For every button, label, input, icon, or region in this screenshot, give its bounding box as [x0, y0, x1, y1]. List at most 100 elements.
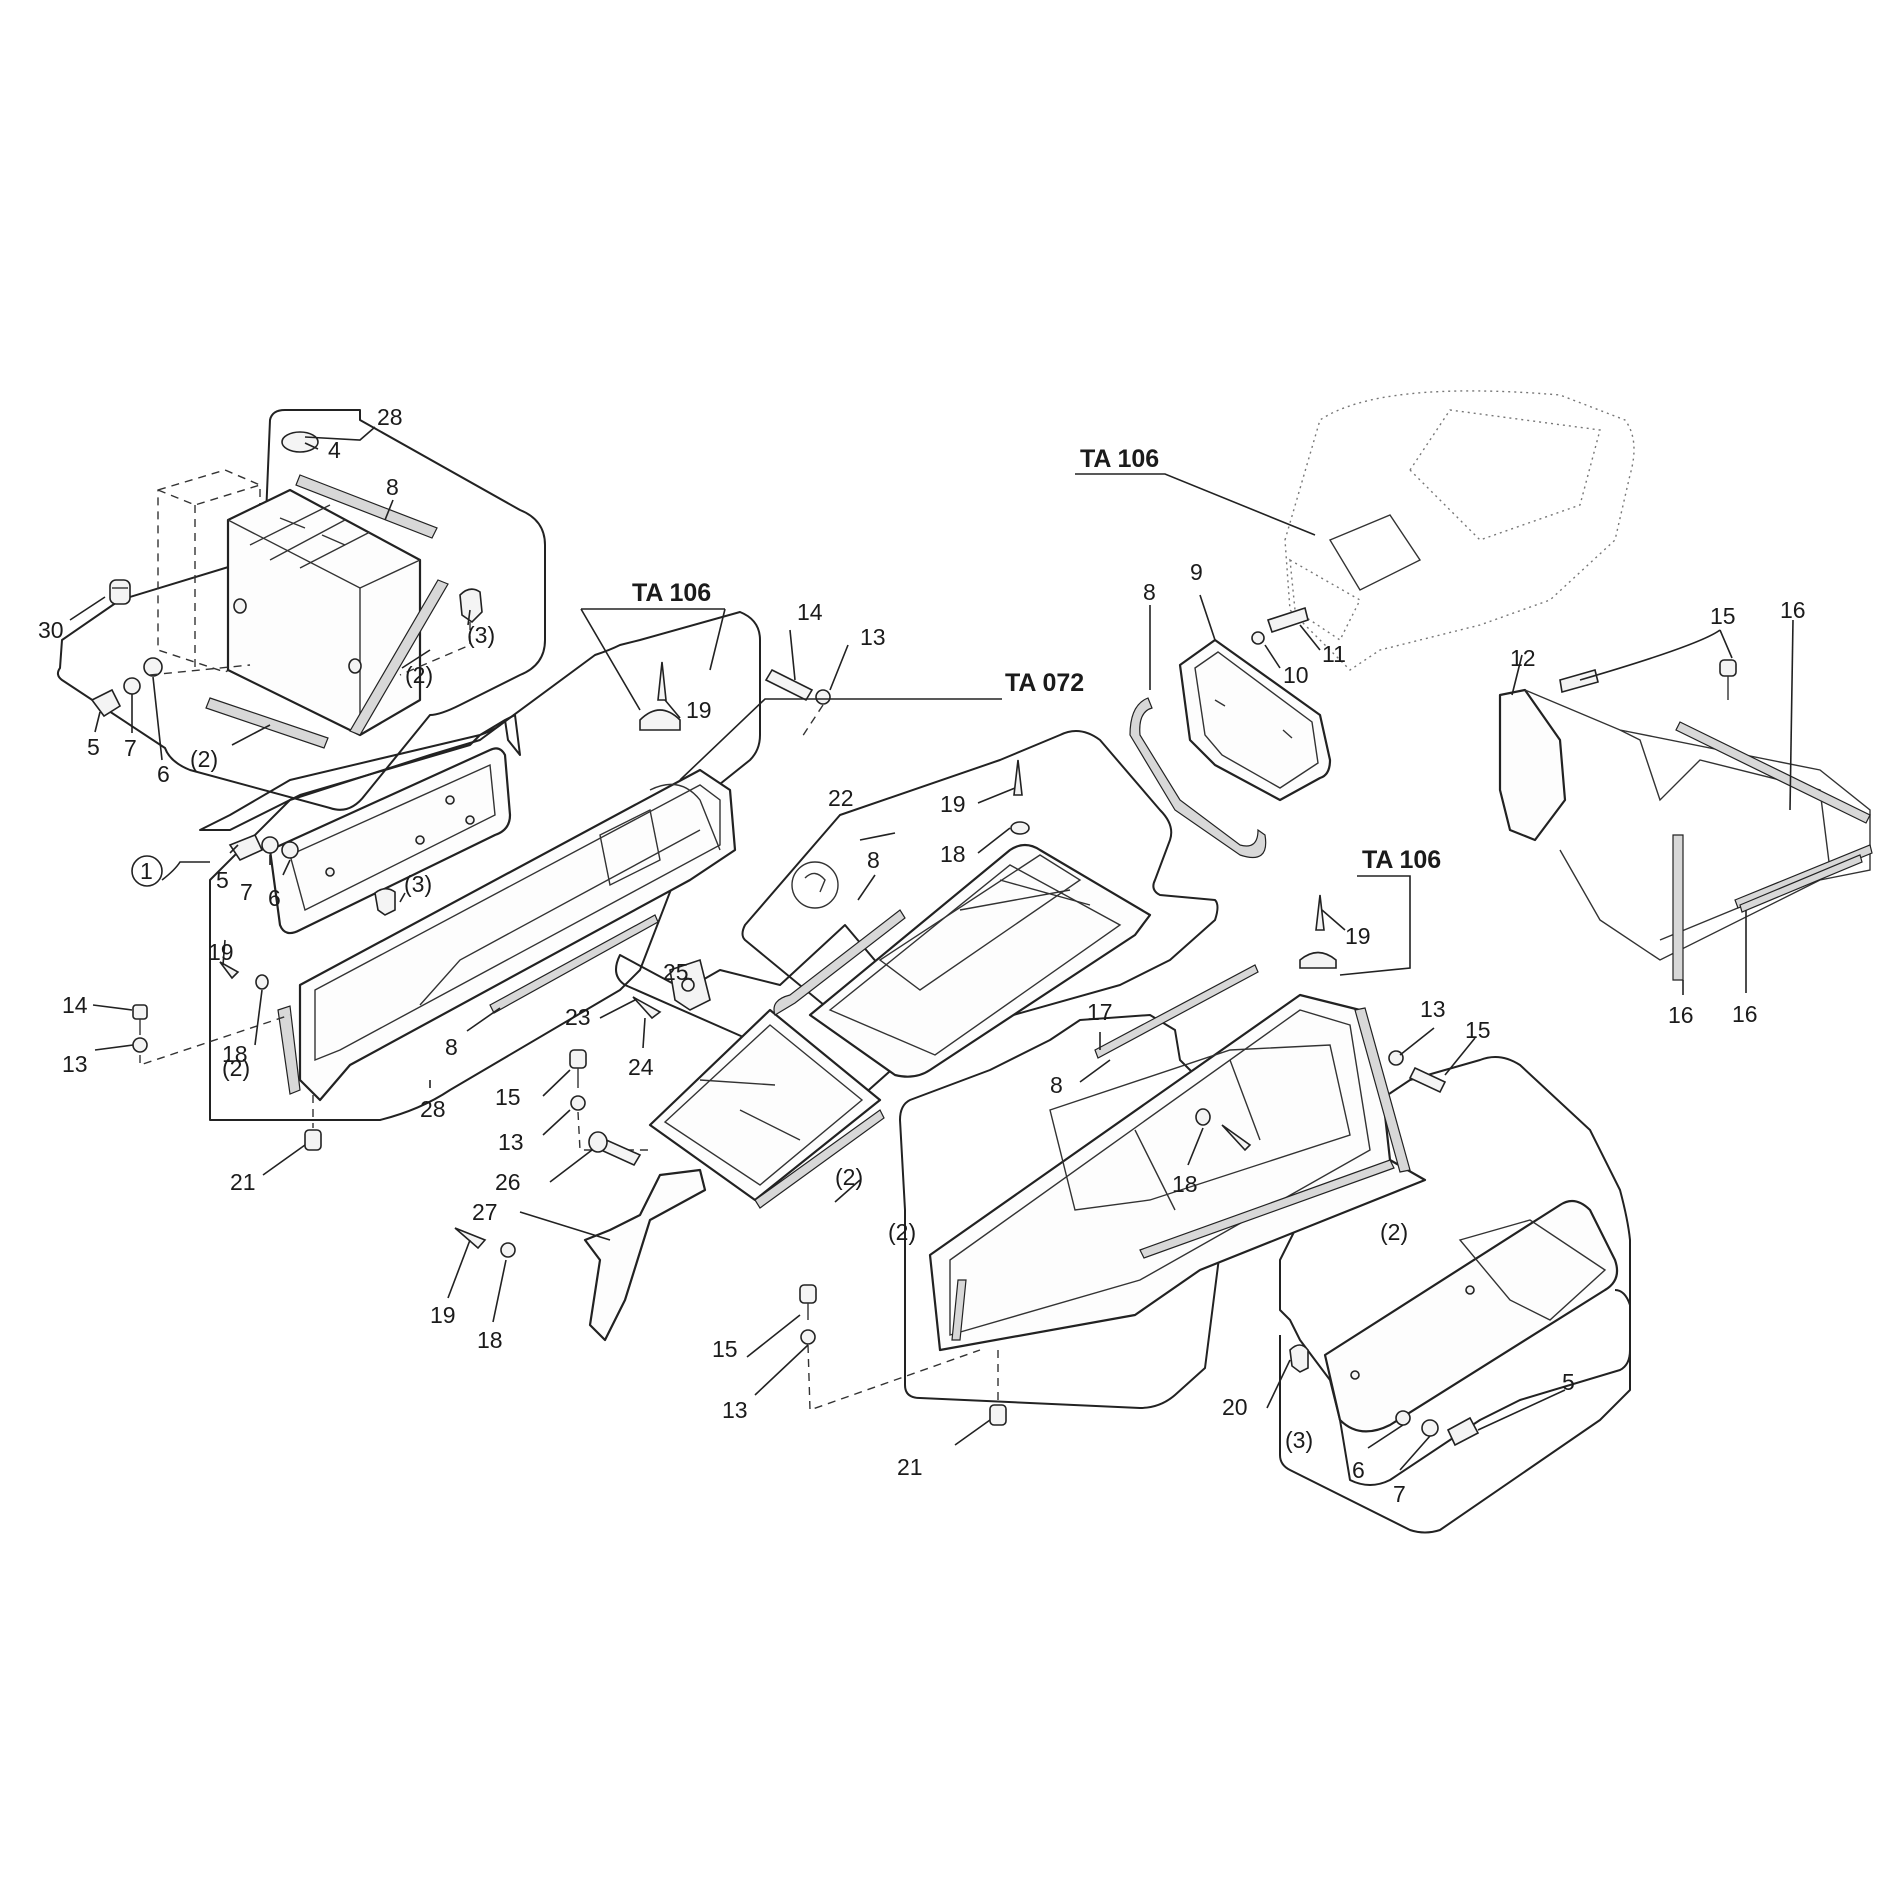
callout-19-a: 19 — [208, 939, 234, 965]
callout-24: 24 — [628, 1054, 654, 1080]
seal-strip-2-tray — [754, 1109, 885, 1209]
leader-ta106-top — [1075, 473, 1316, 536]
seal-strip-2-right — [349, 579, 449, 736]
callout-27: 27 — [472, 1199, 498, 1225]
clip-part-5-mid — [228, 833, 264, 862]
callout-14-b: 14 — [797, 599, 823, 625]
bolt-part-21-right — [989, 1404, 1007, 1426]
tray-panel — [648, 1008, 882, 1202]
seal-strip-8-center — [773, 909, 906, 1016]
detail-bubble-c — [791, 861, 839, 909]
callout-15-a: 15 — [495, 1084, 521, 1110]
callout-8-b: 8 — [867, 847, 880, 873]
washer-part-13-left — [132, 1037, 148, 1053]
hose-part-8-right — [1129, 697, 1267, 859]
seat-panel-22 — [808, 843, 1152, 1078]
leader-ta072 — [679, 698, 1002, 781]
seal-strip-8-left — [489, 914, 659, 1014]
callout-2-d: (2) — [835, 1164, 863, 1190]
group-outline-right-lid — [1279, 1289, 1631, 1534]
plug-part-30 — [109, 579, 131, 605]
screw-part-7-top — [123, 677, 141, 695]
callout-15-b: 15 — [1710, 603, 1736, 629]
bolt-part-21-left — [304, 1129, 322, 1151]
left-seat-box — [298, 768, 737, 1102]
callout-6-b: 6 — [268, 885, 281, 911]
callout-25: 25 — [663, 959, 689, 985]
seal-strip-2-right-c — [1139, 1159, 1395, 1259]
callout-19-d: 19 — [430, 1302, 456, 1328]
washer-part-6-right — [1395, 1410, 1411, 1426]
washer-part-18-low — [500, 1242, 516, 1258]
group-outline-left-seat-box — [209, 611, 761, 1121]
callout-20: 20 — [1222, 1394, 1248, 1420]
callout-3-c: (3) — [1285, 1427, 1313, 1453]
callout-19-e: 19 — [1345, 923, 1371, 949]
callout-22: 22 — [828, 785, 854, 811]
callout-19-c: 19 — [940, 791, 966, 817]
left-cover-plate — [268, 747, 512, 935]
latch-part-3-right — [1289, 1344, 1309, 1373]
callout-18-c: 18 — [477, 1327, 503, 1353]
ref-label-ta106-top: TA 106 — [1080, 445, 1159, 473]
callout-3-b: (3) — [404, 871, 432, 897]
gasket-frame-9 — [1178, 638, 1332, 802]
seal-strip-2-left — [277, 1005, 301, 1095]
callout-4: 4 — [328, 437, 341, 463]
latch-part-3-top — [459, 588, 483, 624]
callout-7-c: 7 — [1393, 1481, 1406, 1507]
callout-9: 9 — [1190, 559, 1203, 585]
bolt-part-15-right-c — [1408, 1066, 1447, 1094]
callout-18-b: 18 — [940, 841, 966, 867]
callout-3-a: (3) — [467, 622, 495, 648]
washer-part-6-top — [143, 657, 163, 677]
screw-part-7-mid — [261, 836, 279, 854]
bolt-part-14-top — [764, 668, 814, 702]
callout-8-c: 8 — [1143, 579, 1156, 605]
washer-part-13-top — [815, 689, 831, 705]
bolt-part-15-mid — [569, 1049, 587, 1088]
callout-19-b: 19 — [686, 697, 712, 723]
callout-18-a: 18 — [222, 1041, 248, 1067]
callout-6-c: 6 — [1352, 1457, 1365, 1483]
battery-box — [226, 488, 422, 737]
callout-5-c: 5 — [1562, 1369, 1575, 1395]
callout-6-a: 6 — [157, 761, 170, 787]
screw-part-11 — [1266, 606, 1309, 634]
callout-8-top: 8 — [386, 474, 399, 500]
seal-strip-16-bottom — [1739, 854, 1863, 913]
pin-part-19-right — [1315, 894, 1325, 931]
cap-part-4 — [281, 431, 319, 453]
pin-part-19-center — [1013, 759, 1023, 796]
clip-part-5-right — [1446, 1416, 1480, 1447]
washer-part-13-mid — [570, 1095, 586, 1111]
callout-8-d: 8 — [1050, 1072, 1063, 1098]
callout-13-a: 13 — [62, 1051, 88, 1077]
callout-23: 23 — [565, 1004, 591, 1030]
pin-part-19-left — [657, 661, 667, 701]
callout-13-d: 13 — [1420, 996, 1446, 1022]
ref-label-ta072: TA 072 — [1005, 669, 1084, 697]
callout-1: 1 — [140, 858, 153, 884]
group-outline-left-cover-sub — [199, 714, 521, 831]
callout-17: 17 — [1087, 999, 1113, 1025]
callout-16-c: 16 — [1732, 1001, 1758, 1027]
callout-12: 12 — [1510, 645, 1536, 671]
seal-strip-16-left — [1672, 834, 1684, 981]
console-cover — [1284, 390, 1635, 671]
callout-21-a: 21 — [230, 1169, 256, 1195]
callout-7-b: 7 — [240, 879, 253, 905]
callout-16-a: 16 — [1780, 597, 1806, 623]
grommet-part-19-left — [639, 709, 681, 731]
callout-8-a: 8 — [445, 1034, 458, 1060]
hinge-part-25 — [669, 958, 711, 1011]
callout-2-e: (2) — [888, 1219, 916, 1245]
ref-label-ta106-right: TA 106 — [1362, 846, 1441, 874]
latch-part-3-mid — [374, 887, 396, 916]
washer-part-10 — [1251, 631, 1265, 645]
callout-7-a: 7 — [124, 735, 137, 761]
callout-15-d: 15 — [712, 1336, 738, 1362]
seal-strip-2-right-a — [1354, 1007, 1411, 1173]
grommet-part-19-right — [1299, 951, 1337, 969]
